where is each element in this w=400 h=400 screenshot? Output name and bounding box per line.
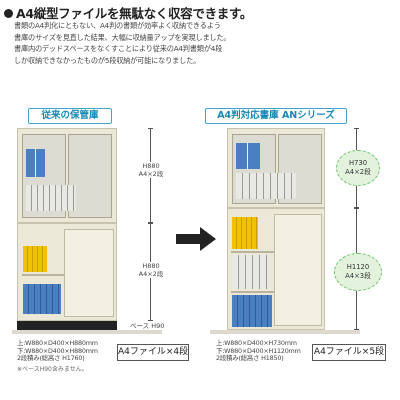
left-lower-rows: A4×2段 bbox=[138, 270, 164, 278]
right-upper-binders-white bbox=[236, 173, 296, 199]
right-lower-binders-blue bbox=[232, 295, 272, 327]
right-lower-binders-yellow bbox=[232, 217, 258, 249]
left-title-tag: 従来の保管庫 bbox=[28, 108, 112, 124]
intro-line: 書庫内のデッドスペースをなくすことにより従来のA4判書類が4段 bbox=[14, 44, 223, 54]
left-base bbox=[17, 321, 117, 330]
arrow-right-icon bbox=[176, 227, 216, 251]
left-floor bbox=[12, 330, 162, 334]
left-lower-sliding-door bbox=[64, 229, 114, 317]
left-lower-cabinet bbox=[17, 223, 117, 321]
headline-text: A4縦型ファイルを無駄なく収容できます。 bbox=[16, 6, 253, 21]
left-upper-binders-blue bbox=[26, 149, 62, 177]
intro-text: 書類のA4判化にともない、A4判の書類が効率よく収納できるよう 書庫のサイズを見… bbox=[14, 20, 398, 66]
right-upper-glass-door-right bbox=[278, 134, 322, 204]
left-upper-dimension: H880 A4×2段 bbox=[133, 162, 169, 178]
left-lower-shelf bbox=[22, 274, 64, 276]
right-lower-dimension: H1120 A4×3段 bbox=[334, 253, 382, 291]
left-spec-line: 下:W880×D400×H880mm bbox=[17, 346, 98, 355]
left-spec-line: 上:W880×D400×H880mm bbox=[17, 339, 98, 347]
left-lower-binders-yellow bbox=[23, 246, 47, 272]
intro-line: 書類のA4判化にともない、A4判の書類が効率よく収納できるよう bbox=[14, 21, 221, 30]
left-lower-dimension: H880 A4×2段 bbox=[133, 262, 169, 278]
right-spec-line: 下:W880×D400×H1120mm bbox=[216, 346, 301, 355]
right-upper-dimension: H730 A4×2段 bbox=[336, 150, 380, 186]
intro-line: しか収納できなかったものが5段収納が可能になりました。 bbox=[14, 55, 201, 65]
left-spec: 上:W880×D400×H880mm 下:W880×D400×H880mm 2段… bbox=[17, 339, 98, 363]
intro-line: 書庫のサイズを見直した結果、大幅に収納量アップを実現しました。 bbox=[14, 32, 231, 42]
left-capacity-box: A4ファイル×4段 bbox=[117, 344, 189, 361]
left-upper-height: H880 bbox=[142, 162, 160, 170]
left-upper-glass-door-right bbox=[68, 134, 112, 218]
right-capacity-box: A4ファイル×5段 bbox=[312, 344, 386, 361]
headline: A4縦型ファイルを無駄なく収容できます。 bbox=[4, 3, 252, 22]
right-lower-sliding-door bbox=[274, 214, 322, 326]
left-lower-binders-blue bbox=[23, 284, 61, 314]
left-base-label: ベース H90 bbox=[130, 322, 165, 330]
right-lower-height: H1120 bbox=[346, 263, 370, 271]
right-upper-rows: A4×2段 bbox=[345, 168, 371, 176]
right-lower-binders-white bbox=[232, 255, 270, 289]
left-note: ※ベースH90含みません。 bbox=[17, 366, 88, 373]
right-spec-line: 上:W880×D400×H730mm bbox=[216, 339, 297, 347]
left-lower-height: H880 bbox=[142, 262, 160, 270]
left-upper-rows: A4×2段 bbox=[138, 170, 164, 178]
right-spec-line: 2段積み(総高さ H1850) bbox=[216, 354, 284, 363]
left-spec-line: 2段積み(総高さ H1760) bbox=[17, 354, 85, 363]
left-upper-cabinet bbox=[17, 128, 117, 223]
right-lower-cabinet bbox=[227, 208, 325, 330]
right-floor bbox=[210, 330, 360, 334]
right-spec: 上:W880×D400×H730mm 下:W880×D400×H1120mm 2… bbox=[216, 339, 301, 363]
right-upper-binders-blue bbox=[236, 143, 260, 169]
right-upper-cabinet bbox=[227, 128, 325, 208]
right-lower-shelf bbox=[231, 251, 274, 253]
left-upper-binders-white bbox=[26, 185, 76, 211]
right-upper-height: H730 bbox=[348, 159, 368, 167]
right-lower-shelf bbox=[231, 291, 274, 293]
right-lower-rows: A4×3段 bbox=[345, 272, 371, 280]
right-title-tag: A4判対応書庫 ANシリーズ bbox=[205, 108, 347, 124]
bullet-icon bbox=[4, 9, 13, 18]
